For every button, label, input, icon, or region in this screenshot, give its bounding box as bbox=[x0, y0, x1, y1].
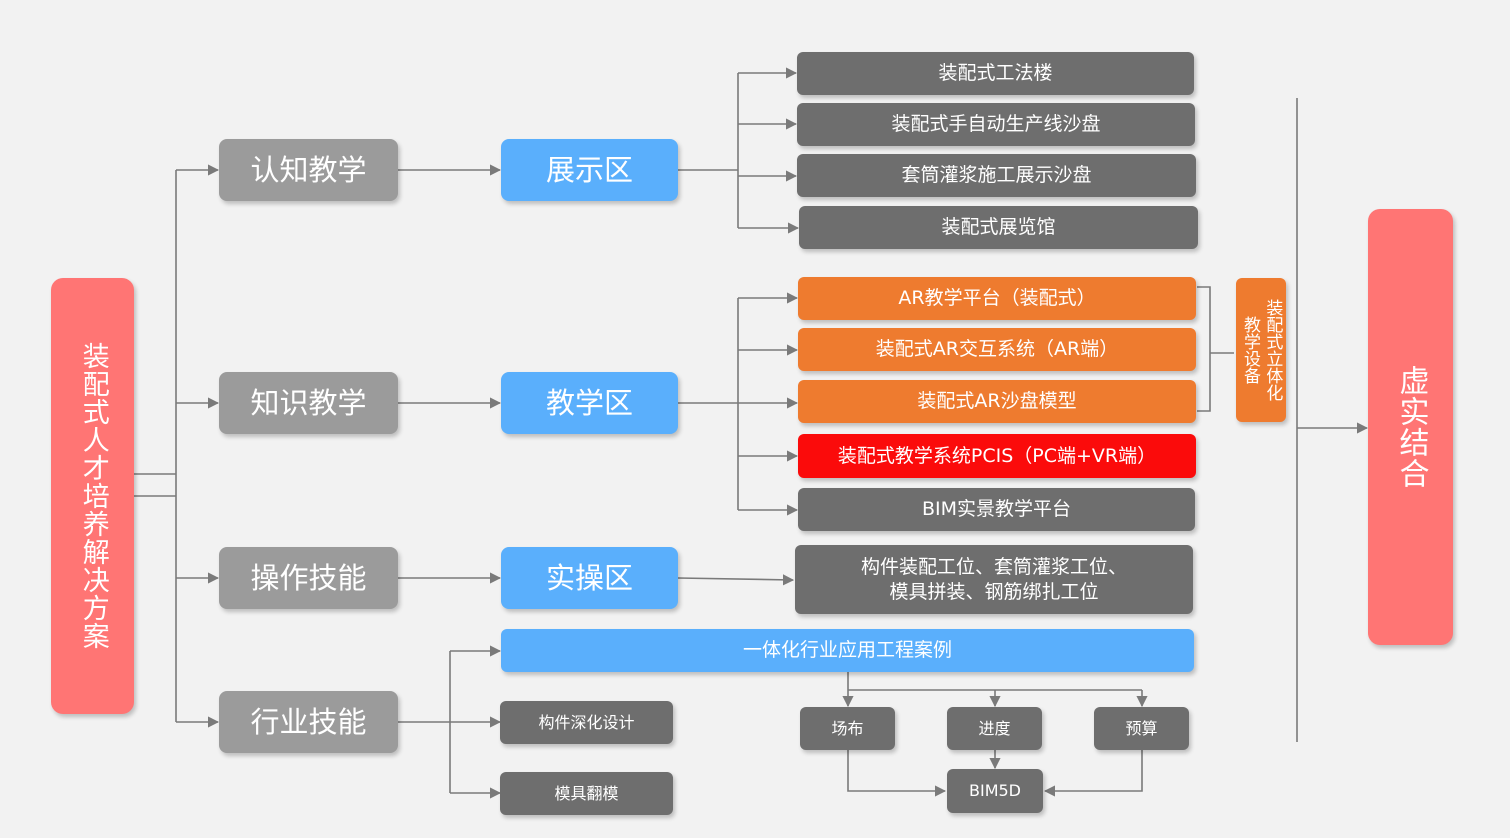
equipment-tag-line2: 教学设备 bbox=[1240, 316, 1260, 384]
site-layout-label: 场布 bbox=[831, 718, 864, 738]
teaching-item: BIM实景教学平台 bbox=[798, 488, 1195, 531]
showcase-item-label: 装配式手自动生产线沙盘 bbox=[891, 113, 1101, 136]
component-design-box: 构件深化设计 bbox=[500, 701, 673, 744]
showcase-item-label: 套筒灌浆施工展示沙盘 bbox=[901, 164, 1092, 187]
practice-item-line1: 构件装配工位、套筒灌浆工位、 bbox=[860, 555, 1127, 578]
teaching-item-label: 装配式教学系统PCIS（PC端+VR端） bbox=[837, 444, 1157, 467]
category-label: 知识教学 bbox=[250, 385, 367, 420]
category-cognitive: 认知教学 bbox=[219, 139, 398, 201]
budget-box: 预算 bbox=[1094, 707, 1189, 750]
showcase-item: 装配式展览馆 bbox=[799, 206, 1198, 249]
category-label: 行业技能 bbox=[250, 704, 367, 739]
teaching-item-highlight: 装配式教学系统PCIS（PC端+VR端） bbox=[798, 434, 1196, 478]
equipment-tag: 装配式立体化 教学设备 bbox=[1236, 278, 1286, 422]
showcase-item-label: 装配式工法楼 bbox=[938, 62, 1053, 85]
root-node: 装配式人才培养解决方案 bbox=[51, 278, 134, 714]
progress-box: 进度 bbox=[947, 707, 1042, 750]
category-label: 认知教学 bbox=[250, 152, 367, 187]
root-label: 装配式人才培养解决方案 bbox=[77, 342, 109, 650]
teaching-item-label: 装配式AR沙盘模型 bbox=[917, 390, 1077, 413]
teaching-item: 装配式AR沙盘模型 bbox=[798, 380, 1196, 423]
teaching-item-label: 装配式AR交互系统（AR端） bbox=[875, 338, 1119, 361]
zone-practice: 实操区 bbox=[501, 547, 678, 609]
showcase-item-label: 装配式展览馆 bbox=[941, 216, 1056, 239]
zone-showcase: 展示区 bbox=[501, 139, 678, 201]
category-label: 操作技能 bbox=[250, 560, 367, 595]
practice-item: 构件装配工位、套筒灌浆工位、 模具拼装、钢筋绑扎工位 bbox=[795, 545, 1193, 614]
progress-label: 进度 bbox=[978, 718, 1011, 738]
zone-label: 教学区 bbox=[545, 385, 633, 420]
bim5d-label: BIM5D bbox=[969, 781, 1021, 801]
showcase-item: 装配式工法楼 bbox=[797, 52, 1194, 95]
showcase-item: 装配式手自动生产线沙盘 bbox=[797, 103, 1195, 146]
practice-item-line2: 模具拼装、钢筋绑扎工位 bbox=[889, 580, 1099, 603]
mold-label: 模具翻模 bbox=[554, 783, 619, 803]
teaching-item: AR教学平台（装配式） bbox=[798, 277, 1196, 320]
zone-label: 实操区 bbox=[545, 560, 633, 595]
teaching-item-label: AR教学平台（装配式） bbox=[898, 287, 1096, 310]
bim5d-box: BIM5D bbox=[947, 769, 1043, 813]
site-layout-box: 场布 bbox=[800, 707, 895, 750]
teaching-item-label: BIM实景教学平台 bbox=[921, 498, 1072, 521]
zone-label: 展示区 bbox=[545, 152, 633, 187]
category-operation: 操作技能 bbox=[219, 547, 398, 609]
equipment-tag-line1: 装配式立体化 bbox=[1262, 299, 1283, 401]
teaching-item: 装配式AR交互系统（AR端） bbox=[798, 328, 1196, 371]
budget-label: 预算 bbox=[1125, 718, 1158, 738]
category-knowledge: 知识教学 bbox=[219, 372, 398, 434]
result-node: 虚实结合 bbox=[1368, 209, 1453, 645]
result-label: 虚实结合 bbox=[1393, 365, 1429, 489]
industry-case-label: 一体化行业应用工程案例 bbox=[742, 639, 952, 662]
component-design-label: 构件深化设计 bbox=[538, 712, 635, 732]
mold-box: 模具翻模 bbox=[500, 772, 673, 815]
zone-teaching: 教学区 bbox=[501, 372, 678, 434]
industry-case-bar: 一体化行业应用工程案例 bbox=[501, 629, 1194, 672]
showcase-item: 套筒灌浆施工展示沙盘 bbox=[797, 154, 1196, 197]
category-industry: 行业技能 bbox=[219, 691, 398, 753]
